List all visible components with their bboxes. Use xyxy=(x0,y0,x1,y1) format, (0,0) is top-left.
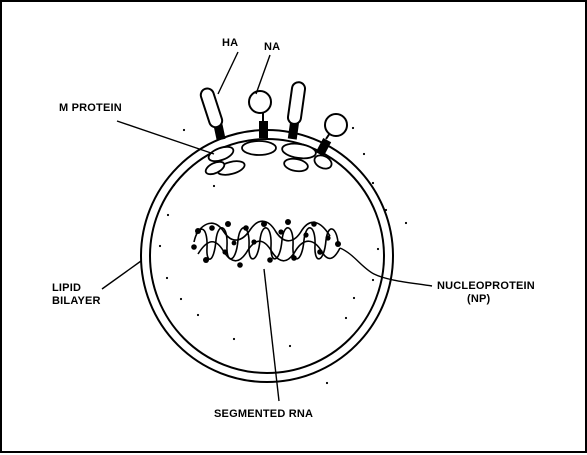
lipid-bilayer-outer xyxy=(141,130,393,382)
label-lipid-bilayer-line1: LIPID xyxy=(52,282,101,295)
label-m-protein: M PROTEIN xyxy=(59,102,122,115)
label-nucleoprotein-line1: NUCLEOPROTEIN xyxy=(437,280,535,293)
label-nucleoprotein-line2: (NP) xyxy=(437,293,535,306)
lipid-bilayer-inner xyxy=(150,139,384,373)
stipple-dots xyxy=(159,127,407,384)
ha-spike-1 xyxy=(199,87,224,129)
na-spike-1 xyxy=(249,91,271,122)
label-lipid-bilayer-line2: BILAYER xyxy=(52,295,101,308)
na-spike-2 xyxy=(325,114,347,139)
label-nucleoprotein: NUCLEOPROTEIN (NP) xyxy=(437,280,535,306)
label-segmented-rna: SEGMENTED RNA xyxy=(214,408,313,421)
rnp-coil xyxy=(194,221,340,261)
label-na: NA xyxy=(264,41,280,54)
ha-spike-2 xyxy=(287,81,306,124)
m-protein-ovals xyxy=(204,141,334,177)
label-ha: HA xyxy=(222,37,238,50)
label-lipid-bilayer: LIPID BILAYER xyxy=(52,282,101,308)
